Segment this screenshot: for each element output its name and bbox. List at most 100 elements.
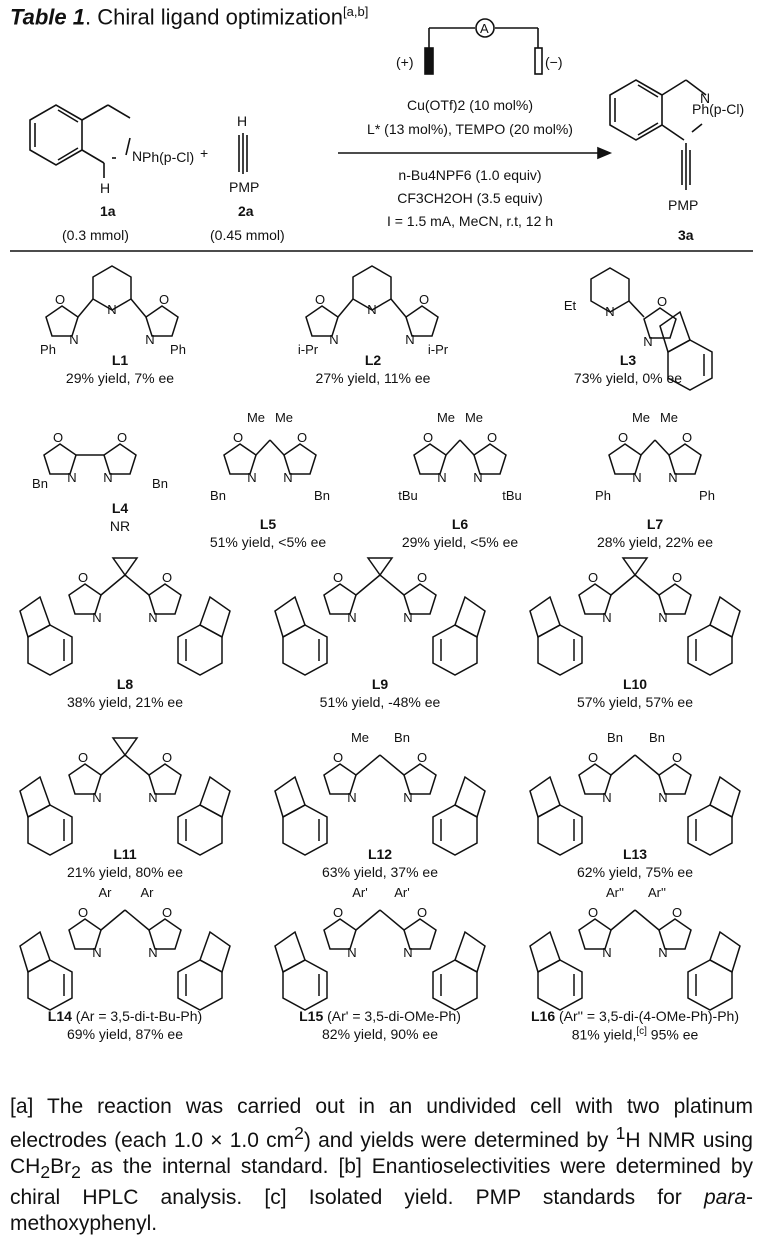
sm1-h: H [100,180,110,196]
ligand-caption-l15: L15 (Ar' = 3,5-di-OMe-Ph)82% yield, 90% … [255,1008,505,1042]
product-structure [609,79,707,190]
product-label: 3a [678,227,694,243]
oxazoline-ring [145,305,179,337]
footnote-c2: -methoxyphenyl. [10,1186,753,1236]
cyclopentane-ring [199,775,231,819]
oxazoline-ring [658,763,692,795]
ligand-label: L15 (Ar' = 3,5-di-OMe-Ph) [255,1008,505,1024]
bond [634,909,660,931]
oxazoline-ring [148,918,182,950]
substituent: i-Pr [298,342,319,357]
oxazoline-ring [578,763,612,795]
ligand-id: L3 [619,352,637,368]
oxygen-atom: O [672,570,682,585]
cyclopentane-ring [454,595,486,639]
nitrogen-atom: N [92,610,101,625]
ligand-id: L15 [299,1008,324,1024]
benzene-ring [282,959,328,1011]
nitrogen-atom: N [602,610,611,625]
oxygen-atom: O [588,570,598,585]
oxygen-atom: O [333,570,343,585]
bond [610,574,636,596]
sm1-amount: (0.3 mmol) [62,227,129,243]
ligand-result: 57% yield, 57% ee [577,694,693,710]
ligand-result: 38% yield, 21% ee [67,694,183,710]
nitrogen-atom: N [103,470,112,485]
footnote-a-sub2: 2 [71,1162,81,1183]
ligand-id: L2 [364,352,382,368]
electrode-minus: (−) [545,54,563,70]
oxazoline-ring [473,443,507,475]
ligand-id: L9 [371,676,389,692]
nitrogen-atom: N [632,470,641,485]
oxygen-atom: O [162,750,172,765]
arrow-head [597,146,613,160]
bond [379,574,405,596]
substituent: Me [247,410,265,425]
oxygen-atom: O [297,430,307,445]
oxazoline-ring [148,583,182,615]
ligand-result: 81% yield,[c] 95% ee [571,1026,699,1043]
ligand-caption-l16: L16 (Ar'' = 3,5-di-(4-OMe-Ph)-Ph)81% yie… [510,1008,760,1043]
nitrogen-atom: N [283,470,292,485]
nitrogen-atom: N [437,470,446,485]
oxygen-atom: O [423,430,433,445]
ligand-id: L4 [111,500,129,516]
substituent: tBu [398,488,418,503]
oxygen-atom: O [417,750,427,765]
condition-2: L* (13 mol%), TEMPO (20 mol%) [367,121,573,137]
cyclopentane-ring [274,595,306,639]
cyclopentane-ring [19,930,51,974]
sm2-h: H [237,113,247,129]
benzene-ring [282,624,328,676]
nitrogen-atom: N [658,610,667,625]
nitrogen-atom: N [92,945,101,960]
oxazoline-ring [283,443,317,475]
cyclopentane-ring [274,775,306,819]
cyclopentane-ring [709,595,741,639]
oxazoline-ring [658,918,692,950]
electrode-circuit [424,18,543,75]
sm1-label: 1a [100,203,116,219]
nitrogen-atom: N [403,945,412,960]
bond [77,298,94,318]
cyclopentane-ring [529,595,561,639]
spiro-ring [366,557,394,577]
cyclopentane-ring [454,930,486,974]
footnote: [a] The reaction was carried out in an u… [10,1094,753,1237]
bond [640,439,656,456]
pyridine-ring [590,267,630,313]
ligand-label: L9 [255,676,505,692]
oxygen-atom: O [672,905,682,920]
substituent: Bn [210,488,226,503]
table-title: Table 1. Chiral ligand optimization[a,b] [10,4,368,30]
oxygen-atom: O [78,570,88,585]
sm1-structure [29,104,131,178]
ligand-label: L14 (Ar = 3,5-di-t-Bu-Ph) [0,1008,250,1024]
condition-1: Cu(OTf)2 (10 mol%) [407,97,533,113]
benzene-ring [432,959,478,1011]
nitrogen-atom: N [658,945,667,960]
bond [634,574,660,596]
cyclopentane-ring [199,595,231,639]
substituent: Bn [394,730,410,745]
ligand-label: L12 [255,846,505,862]
oxygen-atom: O [588,750,598,765]
oxazoline-ring [68,918,102,950]
nitrogen-atom: N [67,470,76,485]
cyclopentane-ring [454,775,486,819]
oxazoline-ring [658,583,692,615]
oxygen-atom: O [682,430,692,445]
footnote-a: [a] The reaction was carried out in an u… [10,1095,753,1152]
table-caption-footnote: [a,b] [343,4,369,19]
substituent: i-Pr [428,342,449,357]
substituent: Ar [99,885,113,900]
oxazoline-ring [403,918,437,950]
oxygen-atom: O [117,430,127,445]
oxygen-atom: O [78,750,88,765]
bond [100,754,126,776]
